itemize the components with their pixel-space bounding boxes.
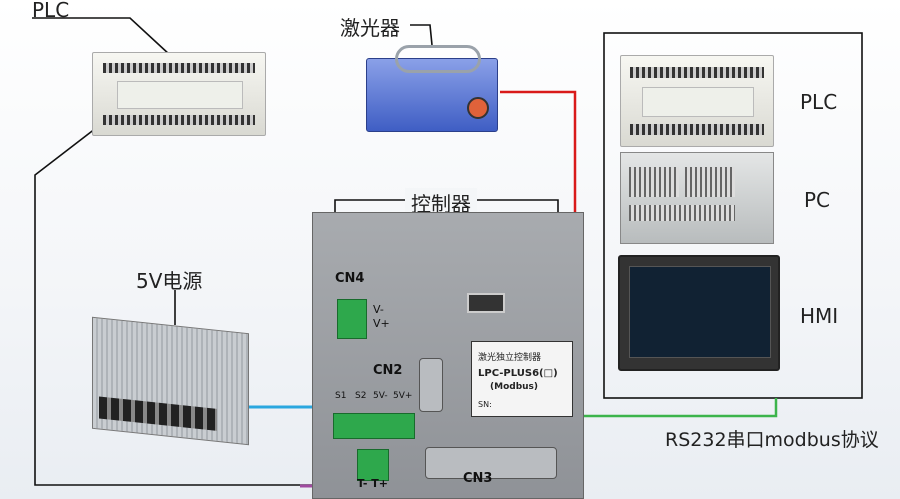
laser-cable bbox=[395, 45, 481, 73]
psu-device bbox=[92, 316, 249, 446]
plate-line3: (Modbus) bbox=[490, 382, 539, 392]
plc-device-top bbox=[92, 52, 266, 136]
plate-line2: LPC-PLUS6(□) bbox=[478, 368, 558, 379]
pin-s2: S2 bbox=[355, 391, 367, 401]
controller-device: CN4 V- V+ CN2 S1 S2 5V- 5V+ 激光独立控制器 LPC-… bbox=[312, 212, 584, 499]
cn4-label: CN4 bbox=[335, 271, 365, 286]
hmi-device bbox=[618, 255, 780, 371]
right-pc-label: PC bbox=[804, 188, 831, 212]
plate-line1: 激光独立控制器 bbox=[478, 353, 542, 363]
laser-label-leader bbox=[410, 24, 433, 46]
laser-label: 激光器 bbox=[340, 16, 400, 40]
plc-to-controller-wire bbox=[34, 124, 560, 486]
plc-top-label: PLC bbox=[32, 0, 70, 22]
pin-5v-minus: 5V- bbox=[373, 391, 388, 401]
controller-name-plate: 激光独立控制器 LPC-PLUS6(□) (Modbus) SN: bbox=[471, 341, 573, 417]
laser-estop bbox=[467, 97, 489, 119]
plc-label-leader bbox=[32, 17, 171, 56]
plate-sn: SN: bbox=[478, 400, 492, 409]
cn4-v-plus: V+ bbox=[373, 317, 390, 330]
right-devices-frame bbox=[603, 32, 863, 399]
cn3-db25-port bbox=[425, 447, 557, 479]
controller-slot bbox=[467, 293, 505, 313]
cn2-terminal-block bbox=[333, 413, 415, 439]
laser-device bbox=[366, 45, 498, 132]
hmi-screen bbox=[629, 265, 771, 358]
cn3-label: CN3 bbox=[463, 471, 493, 486]
cn2-label: CN2 bbox=[373, 363, 403, 378]
cn4-v-minus: V- bbox=[373, 303, 384, 316]
psu-label: 5V电源 bbox=[136, 269, 203, 293]
plc-device-right bbox=[620, 55, 774, 147]
cn2-db9-port bbox=[419, 358, 443, 412]
pc-device bbox=[620, 152, 774, 244]
tt-connector bbox=[357, 449, 389, 481]
tt-label: T- T+ bbox=[357, 477, 389, 490]
cn4-connector bbox=[337, 299, 367, 339]
psu-terminals bbox=[99, 396, 217, 431]
pin-s1: S1 bbox=[335, 391, 347, 401]
pin-5v-plus: 5V+ bbox=[393, 391, 413, 401]
right-plc-label: PLC bbox=[800, 90, 838, 114]
protocol-caption: RS232串口modbus协议 bbox=[665, 429, 879, 451]
right-hmi-label: HMI bbox=[800, 304, 839, 328]
